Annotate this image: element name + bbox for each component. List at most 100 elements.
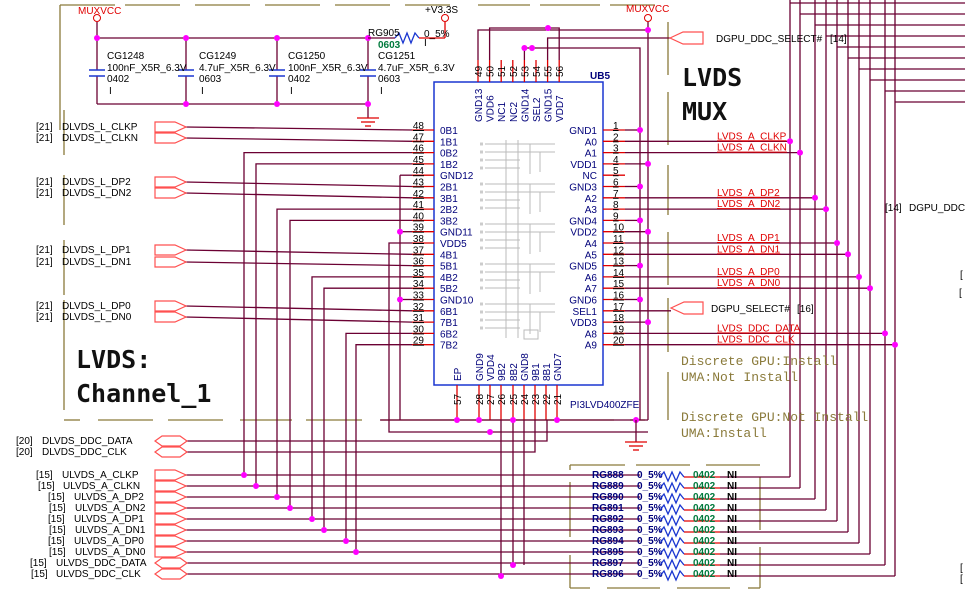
pin-number: 20 <box>613 336 625 347</box>
pin-number: 46 <box>413 144 425 155</box>
port-ulvds-a-dn1[interactable]: [15]ULVDS_A_DN1 <box>49 524 188 536</box>
bidir-port-icon <box>153 557 189 569</box>
switch-mark <box>480 206 483 210</box>
pin-name: SEL1 <box>573 307 598 318</box>
wire <box>184 249 413 255</box>
port-dlvds-l-clkn[interactable]: [21]DLVDS_L_CLKN <box>36 132 188 144</box>
pin-number: 29 <box>413 336 425 347</box>
pin-number: 55 <box>544 65 555 77</box>
resistor-flag: NI <box>727 514 737 525</box>
port-flag-icon <box>154 524 188 536</box>
port-ulvds-a-clkp[interactable]: [15]ULVDS_A_CLKP <box>36 469 188 481</box>
wire <box>255 163 412 486</box>
junction-dot <box>645 319 651 326</box>
junction-dot <box>253 483 259 489</box>
pin-name: A0 <box>585 137 598 148</box>
bidir-port-icon <box>153 435 189 447</box>
wire <box>184 305 413 312</box>
port-net: ULVDS_A_DP2 <box>74 492 144 503</box>
port-flag-icon <box>154 132 188 144</box>
port-net: ULVDS_A_CLKP <box>62 470 139 481</box>
wire <box>184 137 413 142</box>
resistor-icon <box>394 31 420 45</box>
pin-name: 7B2 <box>440 341 458 352</box>
port-dlvds-l-clkp[interactable]: [21]DLVDS_L_CLKP <box>36 121 188 133</box>
port-net: DLVDS_L_DN0 <box>62 312 132 323</box>
resistor-icon <box>659 481 685 494</box>
wire <box>184 181 413 188</box>
pin-name: 8B1 <box>542 363 553 381</box>
port-ulvds-ddc-clk[interactable]: [15]ULVDS_DDC_CLK <box>31 568 189 580</box>
note-dgpu-install: Discrete GPU:Install <box>681 354 837 369</box>
pin-name: A3 <box>585 205 598 216</box>
junction-dot <box>353 549 359 555</box>
junction-dot <box>823 206 829 213</box>
port-sheet: [15] <box>31 569 48 580</box>
pin-name: GND6 <box>569 296 597 307</box>
resistor-icon <box>659 503 685 516</box>
port-sheet: [15] <box>49 547 66 558</box>
muxvcc-right-label: MUXVCC <box>626 4 669 15</box>
resistor-flag: NI <box>727 569 737 580</box>
pin-name: A7 <box>585 284 598 295</box>
wire <box>546 37 670 60</box>
resistor-value: 0_5% <box>637 470 663 481</box>
switch-mark <box>480 278 483 282</box>
switch-mark <box>480 166 483 170</box>
junction-dot <box>287 505 293 511</box>
port-ulvds-a-dp2[interactable]: [15]ULVDS_A_DP2 <box>48 491 188 503</box>
junction-dot <box>797 149 803 156</box>
port-net: ULVDS_A_CLKN <box>63 481 140 492</box>
net-label: LVDS_A_DP2 <box>717 188 780 199</box>
svg-text:[16]: [16] <box>797 304 814 315</box>
switch-mark <box>480 158 483 162</box>
port-ulvds-a-dn2[interactable]: [15]ULVDS_A_DN2 <box>49 502 188 514</box>
svg-text:I: I <box>290 86 293 97</box>
pin-name: GND12 <box>440 171 474 182</box>
ground-icon <box>357 117 379 127</box>
pin-name: 4B1 <box>440 250 458 261</box>
wire <box>185 420 536 453</box>
port-flag-icon <box>154 121 188 133</box>
pin-name: GND13 <box>474 88 485 122</box>
resistor-package: 0402 <box>693 503 716 514</box>
port-dlvds-l-dp2[interactable]: [21]DLVDS_L_DP2 <box>36 176 188 188</box>
port-sheet: [15] <box>48 536 65 547</box>
port-dlvds-ddc-clk[interactable]: [20]DLVDS_DDC_CLK <box>16 446 189 458</box>
port-dlvds-l-dn2[interactable]: [21]DLVDS_L_DN2 <box>36 187 188 199</box>
switch-mark <box>480 246 483 250</box>
wire <box>276 208 412 497</box>
ground-icon-chip <box>625 420 647 451</box>
dgpu-ddc-offpage[interactable]: [14] DGPU_DDC <box>885 203 965 214</box>
port-dlvds-ddc-data[interactable]: [20]DLVDS_DDC_DATA <box>16 435 189 447</box>
port-dlvds-l-dp1[interactable]: [21]DLVDS_L_DP1 <box>36 244 188 256</box>
port-ulvds-a-dp1[interactable]: [15]ULVDS_A_DP1 <box>48 513 188 525</box>
dgpu-select-port[interactable]: DGPU_SELECT# [16] <box>669 301 814 315</box>
chip-right-pins: 1GND12A03A14VDD15NC6GND37A28A39GND410VDD… <box>569 121 625 352</box>
port-flag-icon <box>154 469 188 481</box>
port-ulvds-a-dn0[interactable]: [15]ULVDS_A_DN0 <box>49 546 188 558</box>
port-ulvds-ddc-data[interactable]: [15]ULVDS_DDC_DATA <box>30 557 189 569</box>
port-ulvds-a-dp0[interactable]: [15]ULVDS_A_DP0 <box>48 535 188 547</box>
switch-mark <box>480 222 483 226</box>
pin-number: 42 <box>413 189 425 200</box>
port-ulvds-a-clkn[interactable]: [15]ULVDS_A_CLKN <box>38 480 188 492</box>
svg-text:0603: 0603 <box>378 40 401 51</box>
pin-name: GND15 <box>544 88 555 122</box>
port-dlvds-l-dp0[interactable]: [21]DLVDS_L_DP0 <box>36 300 188 312</box>
wire <box>185 420 548 442</box>
port-dlvds-l-dn0[interactable]: [21]DLVDS_L_DN0 <box>36 311 188 323</box>
pin-name: 1B1 <box>440 137 458 148</box>
resistor-icon <box>659 569 685 582</box>
junction-dot <box>309 516 315 522</box>
ddc-select-port[interactable]: DGPU_DDC_SELECT# [14] <box>668 31 847 45</box>
port-sheet: [20] <box>16 447 33 458</box>
junctions <box>241 25 898 579</box>
junction-dot <box>892 341 898 348</box>
pin-number: 25 <box>509 393 520 405</box>
port-dlvds-l-dn1[interactable]: [21]DLVDS_L_DN1 <box>36 256 188 268</box>
